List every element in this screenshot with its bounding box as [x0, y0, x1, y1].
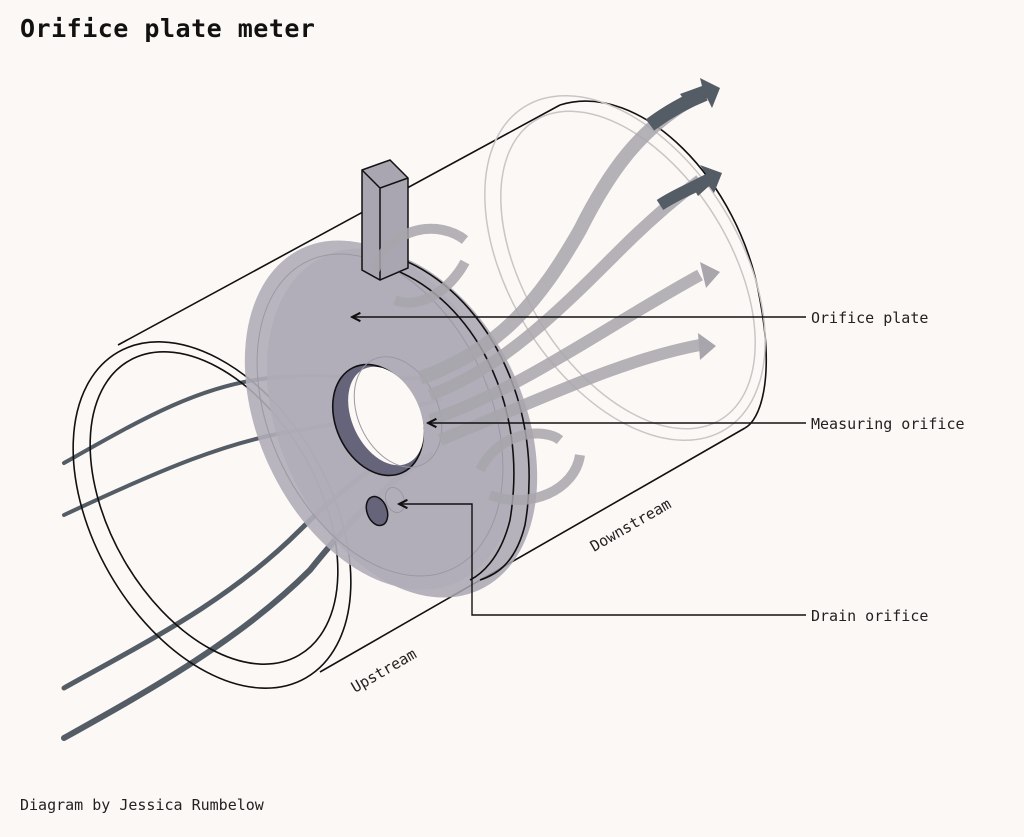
diagram-title: Orifice plate meter: [20, 14, 316, 43]
pipe-downstream-rim: [559, 100, 767, 429]
pipe-body: [117, 100, 767, 673]
diagram-credit: Diagram by Jessica Rumbelow: [20, 796, 264, 814]
pipe-bottom-edge: [319, 427, 746, 673]
label-upstream: Upstream: [348, 645, 420, 697]
label-orifice-plate: Orifice plate: [811, 309, 928, 327]
label-measuring-orifice: Measuring orifice: [811, 415, 965, 433]
leader-drain-orifice: [399, 504, 806, 616]
plate-handle-tab: [361, 159, 409, 281]
label-downstream: Downstream: [587, 495, 674, 556]
drain-orifice: [365, 486, 406, 527]
label-drain-orifice: Drain orifice: [811, 607, 928, 625]
pipe-top-edge: [117, 104, 561, 346]
eddy-arrows: [370, 223, 585, 505]
flow-exit-dark-2: [656, 174, 712, 211]
leader-lines: [352, 317, 806, 616]
measuring-orifice: [331, 356, 443, 477]
flow-exit-dark-1: [645, 87, 708, 131]
